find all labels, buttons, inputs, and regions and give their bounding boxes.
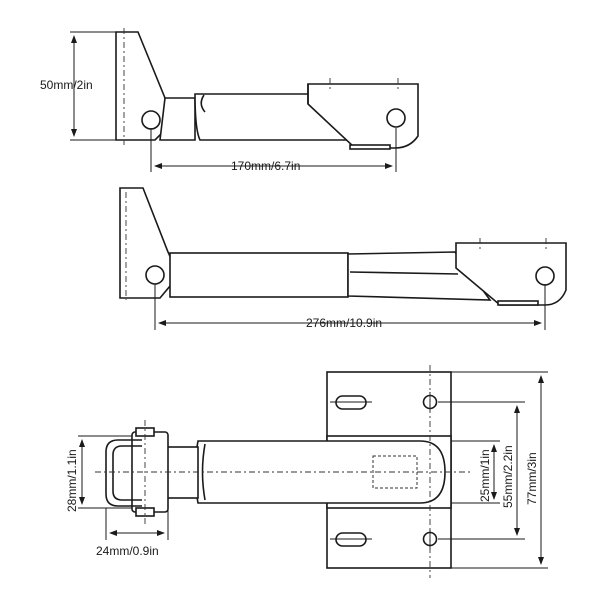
dim-extended-length: 276mm/10.9in bbox=[306, 316, 382, 330]
side-view-closed: 50mm/2in 170mm/6.7in bbox=[40, 28, 419, 173]
pivot-hole bbox=[141, 110, 161, 130]
mount-bracket-2 bbox=[119, 187, 175, 299]
dim-top-height: 50mm/2in bbox=[40, 78, 93, 92]
top-view: 28mm/1.1in 24mm/0.9in 25mm/1in 55mm/2.2i… bbox=[65, 365, 548, 578]
dim-latch-height: 28mm/1.1in bbox=[65, 449, 79, 512]
pivot-hole-2 bbox=[145, 265, 165, 285]
dim-latch-width: 24mm/0.9in bbox=[96, 544, 159, 558]
body-bar-2 bbox=[169, 252, 349, 298]
body-bar bbox=[159, 97, 196, 141]
side-view-extended: 276mm/10.9in bbox=[119, 187, 567, 330]
dim-plate-height: 77mm/3in bbox=[525, 452, 539, 505]
handle-ext bbox=[347, 251, 492, 301]
latch-loop bbox=[105, 439, 142, 507]
dim-top-length: 170mm/6.7in bbox=[231, 159, 300, 173]
dim-inner-height: 25mm/1in bbox=[478, 449, 492, 502]
keeper-hole bbox=[386, 108, 406, 128]
keeper-hole-2 bbox=[535, 266, 555, 286]
dim-hole-spacing: 55mm/2.2in bbox=[501, 445, 515, 508]
